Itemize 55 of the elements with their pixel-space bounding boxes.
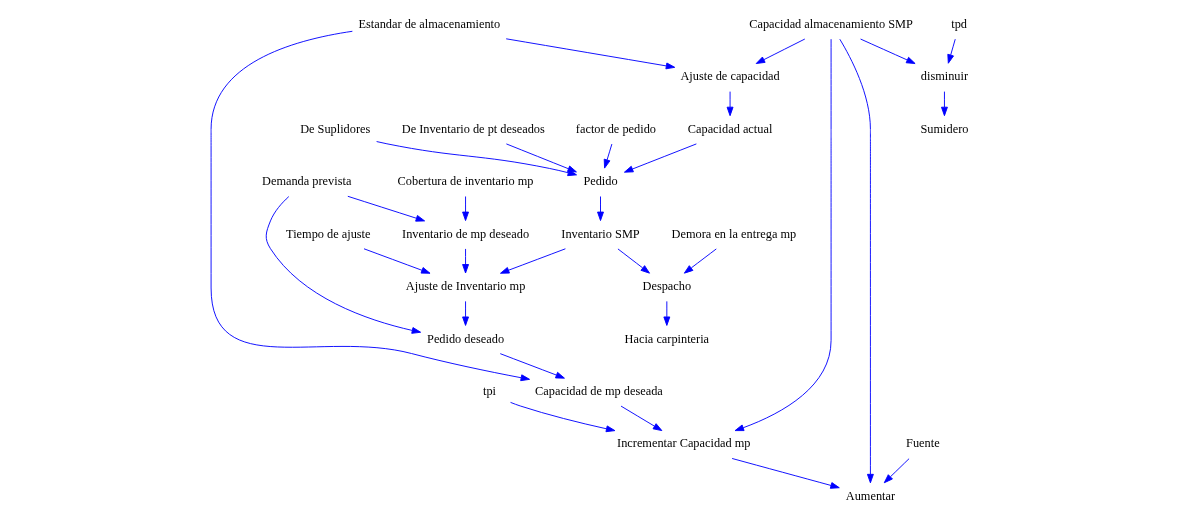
arrow <box>461 196 469 221</box>
arrow <box>265 196 421 334</box>
arrow <box>505 143 577 173</box>
node-text: Capacidad de mp deseada <box>534 384 663 399</box>
node-text: Aumentar <box>845 488 895 503</box>
arrow <box>509 401 615 433</box>
node-text: Ajuste de capacidad <box>679 69 780 84</box>
arrow <box>461 248 469 274</box>
arrow <box>461 300 469 326</box>
arrow <box>946 38 956 64</box>
arrow <box>499 353 565 379</box>
node-text: Despacho <box>642 279 691 294</box>
node-text: Ajuste de Inventario mp <box>405 279 525 294</box>
node-text: Pedido <box>582 174 618 189</box>
arrow <box>623 143 697 173</box>
arrow <box>346 195 425 222</box>
arrow <box>683 248 717 274</box>
arrow <box>883 458 910 484</box>
arrow <box>940 91 948 117</box>
arrow <box>603 143 612 169</box>
node-text: De Inventario de pt deseados <box>401 121 545 136</box>
arrow <box>620 405 662 432</box>
node-text: Demora en la entrega mp <box>671 226 796 241</box>
arrow <box>363 248 430 274</box>
node-text: factor de pedido <box>575 121 656 136</box>
node-text: Capacidad actual <box>687 121 772 136</box>
arrow <box>499 248 566 274</box>
arrow <box>596 196 604 221</box>
node-text: Hacia carpinteria <box>624 331 709 346</box>
node-text: tpd <box>950 16 967 31</box>
arrow <box>210 30 530 382</box>
arrow <box>859 38 916 64</box>
arrow <box>616 248 650 274</box>
node-text: Tiempo de ajuste <box>285 226 371 241</box>
node-text: disminuir <box>920 69 968 84</box>
node-text: tpi <box>482 384 496 399</box>
node-text: Estandar de almacenamiento <box>357 16 500 31</box>
arrow <box>662 300 670 326</box>
node-text: Inventario de mp deseado <box>401 226 529 241</box>
arrow <box>734 38 832 432</box>
node-text: Demanda prevista <box>261 174 351 189</box>
arrow <box>755 38 805 64</box>
node-text: Fuente <box>905 436 940 451</box>
node-text: Inventario SMP <box>560 226 640 241</box>
node-text: Cobertura de inventario mp <box>397 174 534 189</box>
node-text: Capacidad almacenamiento SMP <box>748 16 913 31</box>
arrow <box>731 458 840 489</box>
node-text: Pedido deseado <box>426 331 504 346</box>
arrow <box>505 38 675 70</box>
arrow <box>838 38 874 484</box>
node-text: Sumidero <box>919 121 968 136</box>
arrow <box>375 141 577 177</box>
node-text: De Suplidores <box>299 121 370 136</box>
arrow <box>726 91 733 117</box>
node-text: Incrementar Capacidad mp <box>616 436 751 451</box>
